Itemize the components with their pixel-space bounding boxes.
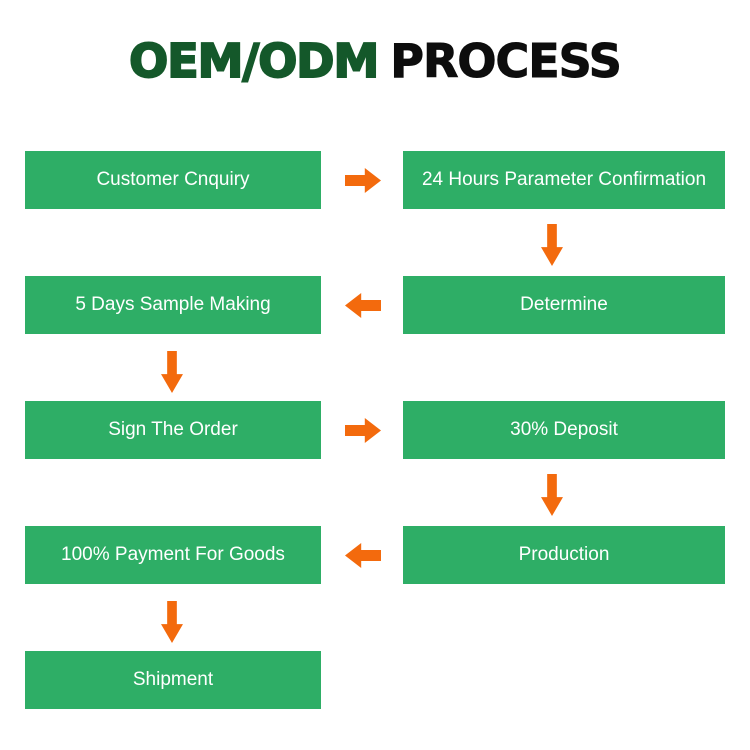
step-production: Production [403, 526, 725, 584]
step-shipment: Shipment [25, 651, 321, 709]
arrow-left-icon [345, 293, 381, 318]
arrow-left-icon [345, 543, 381, 568]
step-label: Sign The Order [108, 418, 238, 440]
step-label: 5 Days Sample Making [75, 293, 271, 315]
step-customer-enquiry: Customer Cnquiry [25, 151, 321, 209]
step-deposit: 30% Deposit [403, 401, 725, 459]
arrow-down-icon [541, 474, 563, 516]
step-label: 24 Hours Parameter Confirmation [421, 168, 707, 190]
step-sign-order: Sign The Order [25, 401, 321, 459]
step-label: Production [518, 543, 610, 565]
arrow-right-icon [345, 168, 381, 193]
step-full-payment: 100% Payment For Goods [25, 526, 321, 584]
step-sample-making: 5 Days Sample Making [25, 276, 321, 334]
step-label: Shipment [132, 668, 214, 690]
step-label: 30% Deposit [510, 418, 618, 440]
title-rest: PROCESS [390, 34, 623, 89]
arrow-down-icon [161, 351, 183, 393]
arrow-down-icon [541, 224, 563, 266]
title-highlight: OEM/ODM [128, 33, 380, 89]
arrow-right-icon [345, 418, 381, 443]
step-label: 100% Payment For Goods [61, 543, 285, 565]
step-label: Determine [520, 293, 608, 315]
step-determine: Determine [403, 276, 725, 334]
step-parameter-confirmation: 24 Hours Parameter Confirmation [403, 151, 725, 209]
arrow-down-icon [161, 601, 183, 643]
step-label: Customer Cnquiry [96, 168, 250, 190]
